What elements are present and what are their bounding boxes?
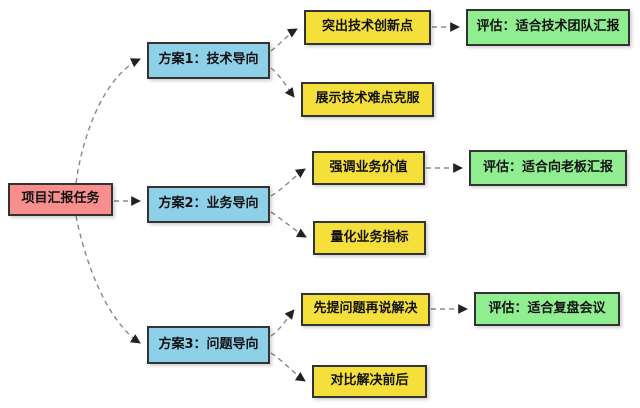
edge-plan2-point2	[270, 211, 307, 238]
node-eval-plan3: 评估：适合复盘会议	[474, 292, 620, 326]
node-plan3-point1: 先提问题再说解决	[301, 293, 430, 326]
node-root-task: 项目汇报任务	[8, 183, 113, 216]
node-plan2-point2: 量化业务指标	[313, 221, 426, 255]
edge-root-plan1	[75, 58, 141, 184]
node-plan3-point2: 对比解决前后	[312, 365, 427, 398]
node-eval-plan2: 评估：适合向老板汇报	[469, 150, 627, 186]
edge-plan1-point2	[270, 67, 295, 98]
edge-plan2-point1	[270, 168, 306, 197]
node-plan1-point2: 展示技术难点克服	[301, 82, 434, 117]
edge-root-plan3	[75, 215, 141, 344]
node-plan3: 方案3：问题导向	[147, 326, 270, 364]
edge-plan3-point2	[270, 352, 306, 382]
node-eval-plan1: 评估：适合技术团队汇报	[466, 9, 630, 46]
edge-plan1-point1	[270, 28, 298, 52]
node-plan2: 方案2：业务导向	[147, 186, 270, 223]
node-plan1: 方案1：技术导向	[147, 42, 270, 79]
node-plan1-point1: 突出技术创新点	[304, 10, 431, 45]
edge-plan3-point1	[270, 309, 295, 337]
node-plan2-point1: 强调业务价值	[312, 151, 425, 185]
